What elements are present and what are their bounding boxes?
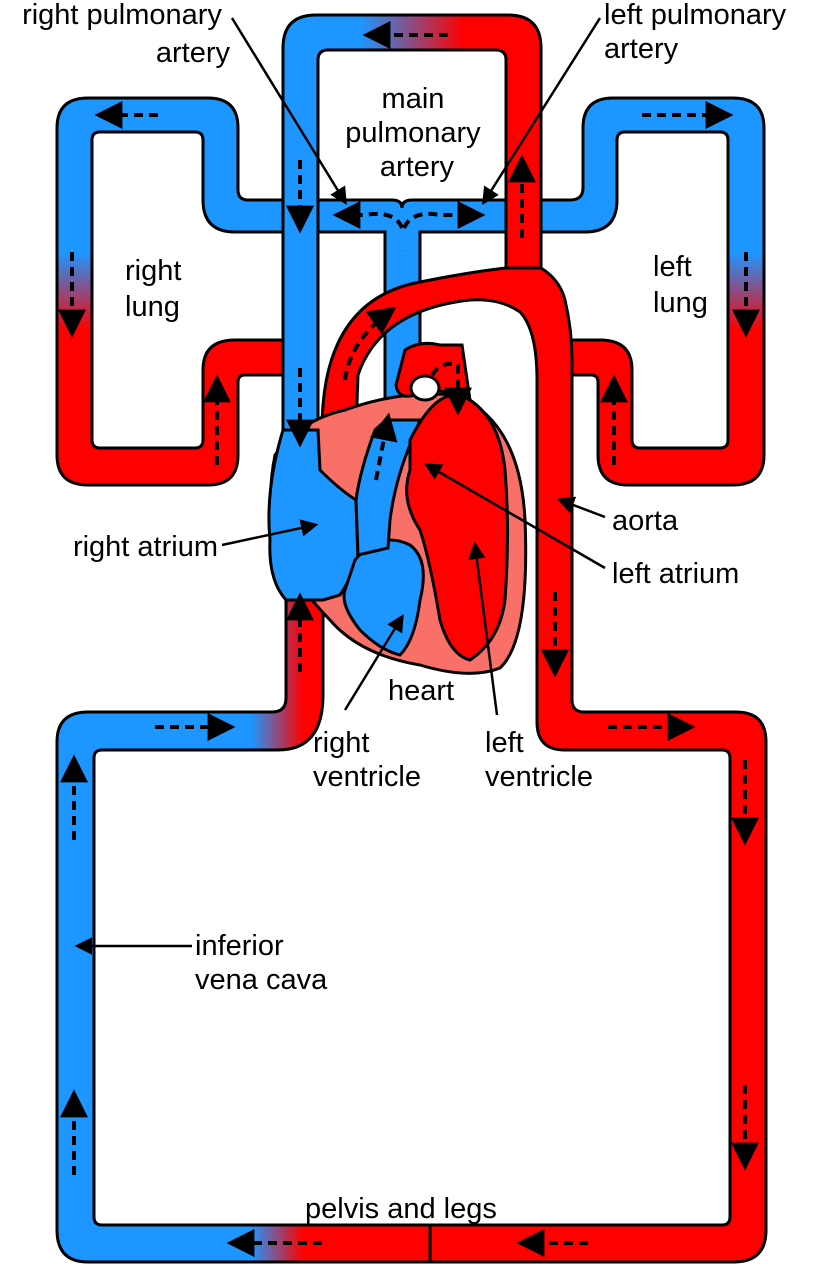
leader-lines (74, 17, 606, 955)
leader-left-ventricle (468, 541, 499, 716)
label-pelvis-and-legs: pelvis and legs (305, 1193, 497, 1225)
label-right-pulmonary-artery: right pulmonary artery (22, 0, 230, 69)
label-heart: heart (388, 675, 454, 707)
systemic-lower-loop (55, 588, 432, 1264)
label-aorta: aorta (612, 505, 679, 537)
label-main-pulmonary-artery: main pulmonary artery (345, 83, 488, 183)
label-right-atrium: right atrium (73, 531, 218, 563)
flow-arrow-arch (343, 306, 397, 381)
leader-right-pulmonary-artery (230, 17, 347, 205)
labels: right pulmonary artery left pulmonary ar… (22, 0, 794, 1225)
label-left-pulmonary-artery: left pulmonary artery (604, 0, 794, 65)
label-left-atrium: left atrium (612, 558, 739, 590)
label-left-lung: left lung (653, 251, 708, 319)
flow-arrows (58, 21, 760, 1257)
valve-shape (409, 374, 441, 402)
leader-right-atrium (221, 519, 319, 547)
leader-left-atrium (423, 463, 606, 570)
label-inferior-vena-cava: inferior vena cava (195, 930, 328, 996)
label-left-ventricle: left ventricle (485, 727, 593, 793)
leader-left-pulmonary-artery (482, 17, 602, 205)
flow-arrow-pulm-branch-left (332, 201, 404, 229)
aorta-shape (320, 266, 768, 1264)
leader-right-ventricle (343, 614, 404, 711)
flow-arrow-pulm-branch-right (402, 201, 486, 229)
flow-arrow-la-in (430, 361, 472, 416)
flow-arrow-rv-out (369, 412, 398, 481)
label-right-ventricle: right ventricle (313, 727, 421, 793)
label-right-lung: right lung (125, 255, 189, 323)
leader-aorta (556, 496, 606, 519)
